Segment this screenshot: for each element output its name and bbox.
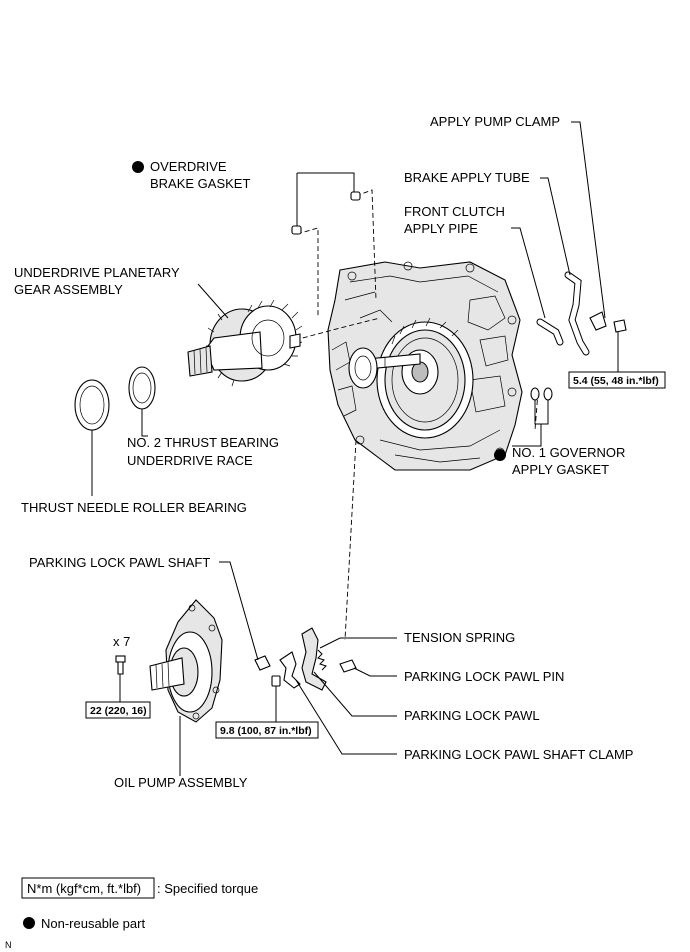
legend-torque-description: : Specified torque: [157, 881, 258, 896]
assembly-lines: [294, 189, 539, 641]
leader-lines: [91, 121, 619, 776]
label-overdrive-brake-gasket-2: BRAKE GASKET: [150, 176, 250, 191]
legend-torque-box-text: N*m (kgf*cm, ft.*lbf): [27, 881, 141, 896]
oil-pump-assembly-part: [149, 599, 223, 723]
label-underdrive-planetary-1: UNDERDRIVE PLANETARY: [14, 265, 180, 280]
shaft-clamp-bolt-part: [271, 675, 281, 687]
label-front-clutch-apply-pipe-1: FRONT CLUTCH: [404, 204, 505, 219]
legend-non-reusable-dot-icon: [23, 917, 35, 929]
label-parking-lock-pawl: PARKING LOCK PAWL: [404, 708, 540, 723]
torque-value: 5.4 (55, 48 in.*lbf): [573, 375, 659, 387]
labels: APPLY PUMP CLAMP OVERDRIVE BRAKE GASKET …: [14, 114, 633, 790]
label-bolt-quantity: x 7: [113, 634, 130, 649]
label-thrust-needle-roller-bearing: THRUST NEEDLE ROLLER BEARING: [21, 500, 247, 515]
underdrive-planetary-gear-assembly-part: [187, 299, 303, 387]
label-underdrive-planetary-2: GEAR ASSEMBLY: [14, 282, 123, 297]
transaxle-case: [327, 261, 523, 471]
torque-spec-shaft-clamp: 9.8 (100, 87 in.*lbf): [215, 721, 319, 739]
label-front-clutch-apply-pipe-2: APPLY PIPE: [404, 221, 478, 236]
parking-lock-pawl-pin-part: [339, 659, 357, 673]
legend: N*m (kgf*cm, ft.*lbf) : Specified torque…: [21, 877, 258, 931]
front-clutch-apply-pipe-part: [536, 318, 564, 346]
label-parking-lock-pawl-shaft: PARKING LOCK PAWL SHAFT: [29, 555, 210, 570]
tension-spring-part: [317, 649, 327, 671]
oil-pump-bolt-part: [115, 655, 126, 675]
corner-mark: N: [5, 940, 12, 950]
label-no1-governor-gasket-1: NO. 1 GOVERNOR: [512, 445, 625, 460]
no1-governor-apply-gasket-parts: [530, 387, 553, 401]
label-no2-thrust-bearing-2: UNDERDRIVE RACE: [127, 453, 253, 468]
non-reusable-dot-icon: [132, 161, 144, 173]
parking-lock-pawl-shaft-clamp-part: [279, 651, 301, 689]
label-tension-spring: TENSION SPRING: [404, 630, 515, 645]
torque-spec-apply-pump-clamp: 5.4 (55, 48 in.*lbf): [568, 371, 666, 389]
parking-lock-pawl-part: [301, 627, 327, 691]
label-apply-pump-clamp: APPLY PUMP CLAMP: [430, 114, 560, 129]
label-brake-apply-tube: BRAKE APPLY TUBE: [404, 170, 530, 185]
no2-thrust-bearing-race-part: [128, 366, 156, 410]
label-parking-lock-pawl-shaft-clamp: PARKING LOCK PAWL SHAFT CLAMP: [404, 747, 633, 762]
torque-spec-oil-pump: 22 (220, 16): [85, 701, 151, 719]
label-oil-pump-assembly: OIL PUMP ASSEMBLY: [114, 775, 248, 790]
apply-pump-clamp-part: [589, 311, 627, 333]
label-parking-lock-pawl-pin: PARKING LOCK PAWL PIN: [404, 669, 564, 684]
non-reusable-dot-icon: [494, 449, 506, 461]
label-no1-governor-gasket-2: APPLY GASKET: [512, 462, 609, 477]
overdrive-brake-gasket-parts: [291, 191, 361, 235]
label-no2-thrust-bearing-1: NO. 2 THRUST BEARING: [127, 435, 279, 450]
torque-value: 9.8 (100, 87 in.*lbf): [220, 725, 312, 737]
thrust-needle-roller-bearing-part: [74, 379, 110, 431]
parking-lock-pawl-shaft-part: [254, 655, 271, 671]
label-overdrive-brake-gasket-1: OVERDRIVE: [150, 159, 227, 174]
brake-apply-tube-part: [564, 271, 590, 356]
torque-value: 22 (220, 16): [90, 705, 147, 717]
legend-non-reusable-text: Non-reusable part: [41, 916, 145, 931]
